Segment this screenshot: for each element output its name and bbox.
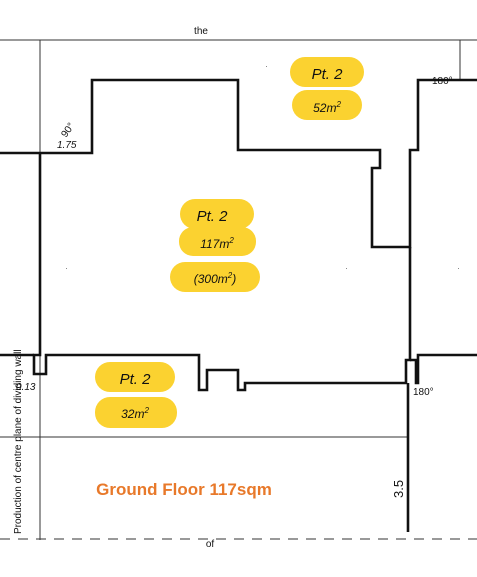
angle-label-bottom-right: 180°	[413, 387, 434, 398]
lot-label-highlight	[180, 199, 254, 229]
lot-label: Pt. 2	[120, 371, 152, 388]
lot-middle: Pt. 2 117m2 (300m2)	[170, 199, 260, 292]
angle-label-top-right: 180°	[432, 76, 453, 87]
lot-area-highlight	[179, 227, 256, 256]
lot-area-highlight	[292, 90, 362, 120]
lot-total-area: (300m2)	[194, 271, 236, 286]
dim-label-3-5: 3.5	[391, 480, 406, 498]
floor-area-caption: Ground Floor 117sqm	[96, 480, 272, 499]
lot-label-highlight	[290, 57, 364, 87]
lot-label-highlight	[95, 362, 175, 392]
lot-label: Pt. 2	[197, 208, 229, 225]
faint-mark	[346, 268, 347, 269]
faint-mark	[458, 268, 459, 269]
lot-area: 117m2	[200, 236, 234, 251]
street-label-top: the	[194, 26, 208, 37]
middle-outline	[32, 153, 412, 392]
faint-marks	[66, 66, 459, 269]
lot-total-area-highlight	[170, 262, 260, 292]
side-note-text: Production of centre plane of dividing w…	[13, 349, 24, 534]
dim-label-0-13: 0.13	[16, 382, 36, 393]
street-label-bottom: of	[206, 539, 215, 550]
building-outline	[0, 78, 477, 532]
lot-label: Pt. 2	[312, 66, 344, 83]
lot-area: 32m2	[121, 406, 149, 421]
lot-area: 52m2	[313, 100, 341, 115]
upper-outline	[0, 78, 477, 249]
faint-mark	[266, 66, 267, 67]
angle-label-top-left: 90°	[59, 121, 77, 140]
lot-top-right: Pt. 2 52m2	[290, 57, 364, 120]
faint-mark	[66, 268, 67, 269]
dim-label-1-75: 1.75	[57, 140, 77, 151]
lot-area-highlight	[95, 397, 177, 428]
right-lower-outline	[410, 353, 477, 385]
lot-bottom-left: Pt. 2 32m2	[95, 362, 177, 428]
